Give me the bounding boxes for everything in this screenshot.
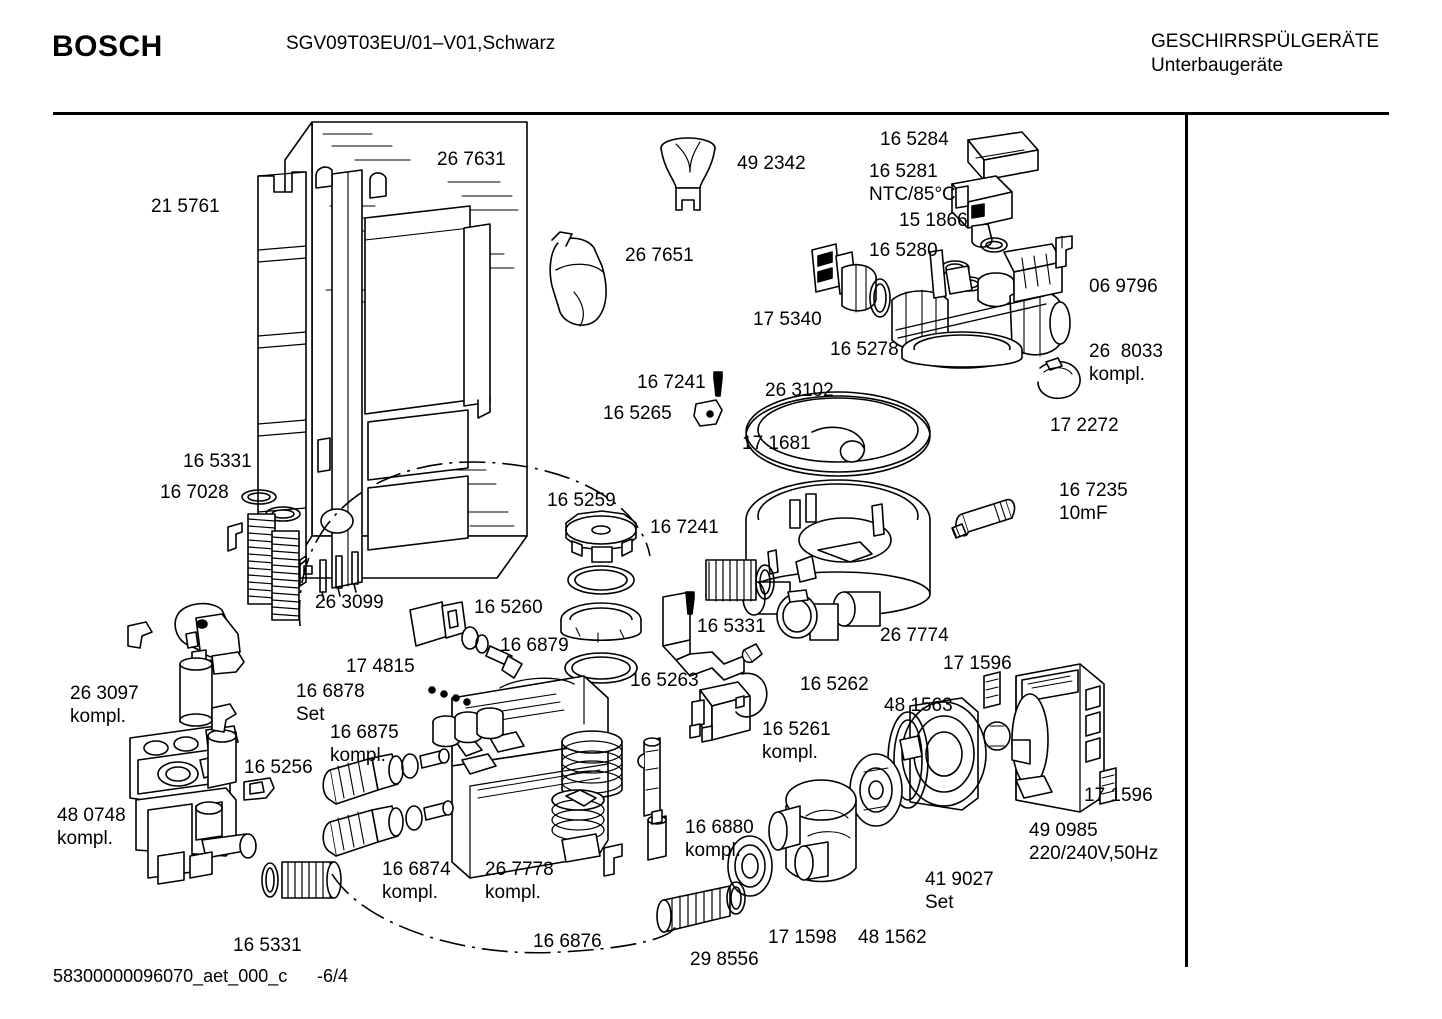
- part-callout-c31: 16 5262: [800, 674, 869, 695]
- part-callout-c24: 26 3099: [315, 592, 384, 613]
- part-callout-c02: 26 7631: [437, 149, 506, 170]
- part-callout-c23: 16 7028: [160, 482, 229, 503]
- part-callout-c47: 16 6878: [296, 681, 365, 702]
- part-callout-c28: 16 6879: [500, 635, 569, 656]
- part-callout-c52: 16 6874: [382, 859, 451, 880]
- part-callout-c18: 26 3102: [765, 380, 834, 401]
- part-callout-c05: 16 5284: [880, 129, 949, 150]
- part-callout-c62: 48 1562: [858, 927, 927, 948]
- document-code: 58300000096070_aet_000_c: [53, 966, 288, 986]
- part-callout-c35: 17 1596: [943, 653, 1012, 674]
- part-callout-c30: 16 5263: [630, 670, 699, 691]
- part-callout-c58: 16 6880: [685, 817, 754, 838]
- part-callout-c19: 17 1681: [742, 433, 811, 454]
- part-callout-c12: 16 5278: [830, 339, 899, 360]
- part-callout-c11: 17 5340: [753, 309, 822, 330]
- part-callout-c40: 41 9027: [925, 869, 994, 890]
- category-subheading: Unterbaugeräte: [1151, 55, 1284, 76]
- part-callout-c44: 16 5256: [244, 757, 313, 778]
- category-heading: GESCHIRRSPÜLGERÄTE: [1151, 31, 1380, 52]
- part-callout-c26: 16 7241: [650, 517, 719, 538]
- frame-vertical-rule: [1185, 115, 1188, 967]
- part-callout-c37: 17 1596: [1084, 785, 1153, 806]
- part-callout-c07: NTC/85°C: [869, 184, 956, 205]
- part-callout-c14: kompl.: [1089, 364, 1145, 385]
- part-callout-c36: 48 1563: [884, 695, 953, 716]
- frame-top-rule: [53, 112, 1389, 115]
- part-callout-c17: 16 5265: [603, 403, 672, 424]
- page-number: -6/4: [317, 966, 349, 986]
- part-callout-c38: 49 0985: [1029, 820, 1098, 841]
- part-callout-c09: 16 5280: [869, 240, 938, 261]
- part-callout-c03: 49 2342: [737, 153, 806, 174]
- part-callout-c33: kompl.: [762, 742, 818, 763]
- part-callout-c01: 21 5761: [151, 196, 220, 217]
- part-callout-c27: 16 5260: [474, 597, 543, 618]
- part-callout-c39: 220/240V,50Hz: [1029, 843, 1159, 864]
- page-title: SGV09T03EU/01–V01,Schwarz: [286, 33, 556, 54]
- part-callout-c22: 16 5331: [183, 451, 252, 472]
- part-callout-c13: 26 8033: [1089, 341, 1163, 362]
- part-callout-c54: 26 7778: [485, 859, 554, 880]
- part-callout-c25: 16 5259: [547, 490, 616, 511]
- part-callout-c06: 16 5281: [869, 161, 938, 182]
- part-callout-c49: 16 6875: [330, 722, 399, 743]
- part-callout-c43: kompl.: [70, 706, 126, 727]
- part-callout-c45: 48 0748: [57, 805, 126, 826]
- part-callout-c56: 16 6876: [533, 931, 602, 952]
- bosch-logo: BOSCH: [52, 30, 163, 63]
- part-callout-c46: kompl.: [57, 828, 113, 849]
- part-callout-c21: 10mF: [1059, 503, 1108, 524]
- part-callout-c61: 17 1598: [768, 927, 837, 948]
- part-callout-c55: kompl.: [485, 882, 541, 903]
- part-callout-c48: Set: [296, 704, 325, 725]
- part-callout-c32: 16 5261: [762, 719, 831, 740]
- part-callout-c10: 06 9796: [1089, 276, 1158, 297]
- part-callout-c15: 17 2272: [1050, 415, 1119, 436]
- part-callout-c34: 26 7774: [880, 625, 949, 646]
- part-callout-c60: 29 8556: [690, 949, 759, 970]
- part-callout-c51: 17 4815: [346, 656, 415, 677]
- part-callout-c04: 26 7651: [625, 245, 694, 266]
- part-callout-c20: 16 7235: [1059, 480, 1128, 501]
- part-callout-c29: 16 5331: [697, 616, 766, 637]
- part-callout-c59: kompl.: [685, 840, 741, 861]
- part-callout-c16: 16 7241: [637, 372, 706, 393]
- part-callout-c08: 15 1866: [899, 210, 968, 231]
- part-callout-c53: kompl.: [382, 882, 438, 903]
- part-callout-c50: kompl.: [330, 745, 386, 766]
- part-callout-c41: Set: [925, 892, 954, 913]
- part-callout-c57: 16 5331: [233, 935, 302, 956]
- part-callout-c42: 26 3097: [70, 683, 139, 704]
